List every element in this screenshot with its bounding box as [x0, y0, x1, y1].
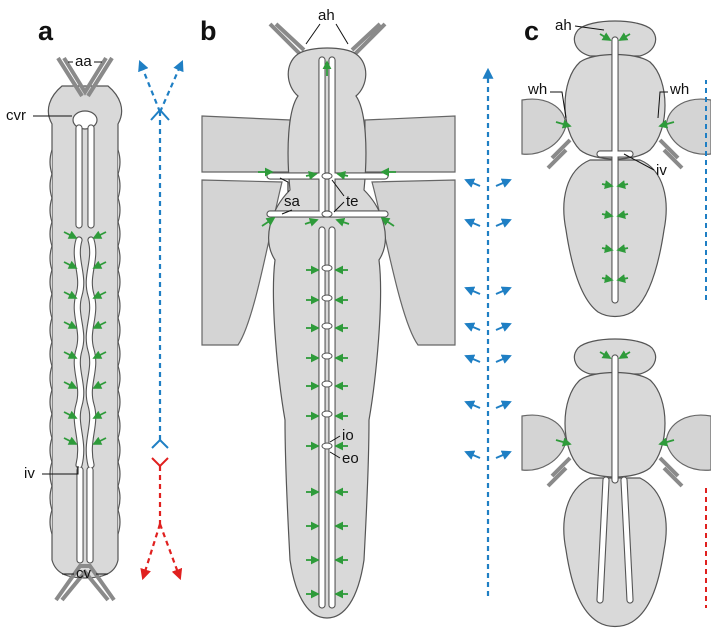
panel-a-flow-arrows	[140, 62, 182, 578]
label-aa: aa	[75, 53, 92, 70]
leader-ah-b	[306, 24, 348, 44]
panel-c-top-wing-left	[522, 99, 566, 154]
label-wh-right: wh	[669, 81, 689, 98]
panel-b: b	[200, 7, 510, 618]
panel-c-fly-top: ah wh wh iv	[522, 17, 711, 317]
blue-flow-arrow	[496, 356, 510, 362]
blue-flow-arrow	[496, 180, 510, 186]
red-chevron-icon	[152, 458, 168, 466]
label-te: te	[346, 193, 359, 210]
label-cvr: cvr	[6, 107, 26, 124]
blue-flow-arrow	[466, 452, 480, 458]
blue-flow-arrow	[496, 220, 510, 226]
label-wh-left: wh	[527, 81, 547, 98]
label-iv: iv	[24, 465, 35, 482]
panel-c-letter: c	[524, 16, 539, 46]
red-flow-arrow	[160, 524, 180, 578]
blue-flow-arrow	[496, 452, 510, 458]
blue-chevron-icon	[152, 440, 168, 448]
blue-flow-arrow	[140, 62, 160, 112]
panel-c-bottom-wing-left	[522, 415, 566, 470]
panel-a-segment-lobes-right	[118, 150, 120, 534]
panel-c-bottom-wing-right	[666, 415, 711, 470]
panel-b-side-arrows	[466, 180, 510, 458]
panel-c-fly-bottom	[522, 339, 711, 627]
label-eo: eo	[342, 450, 359, 467]
panel-a-larva-body	[48, 86, 121, 578]
label-ah-b: ah	[318, 7, 335, 24]
blue-flow-arrow	[466, 220, 480, 226]
label-ah-c: ah	[555, 17, 572, 34]
label-cv: cv	[76, 565, 92, 582]
panel-c-bottom-abdomen	[564, 478, 666, 627]
blue-flow-arrow	[496, 324, 510, 330]
label-iv-c: iv	[656, 162, 667, 179]
panel-a-segment-lobes	[50, 150, 52, 534]
blue-flow-arrow	[160, 62, 182, 112]
panel-c: c ah	[522, 16, 711, 627]
blue-flow-arrow	[466, 288, 480, 294]
blue-flow-arrow	[496, 402, 510, 408]
blue-flow-arrow	[496, 288, 510, 294]
label-io: io	[342, 427, 354, 444]
panel-b-hindwing-right	[372, 180, 455, 345]
blue-flow-arrow	[466, 402, 480, 408]
label-sa: sa	[284, 193, 301, 210]
panel-b-letter: b	[200, 16, 217, 46]
panel-b-forewing-left	[202, 116, 290, 172]
panel-b-hindwing-left	[202, 180, 282, 345]
panel-a-letter: a	[38, 16, 54, 46]
red-flow-arrow	[143, 524, 160, 578]
blue-flow-arrow	[466, 180, 480, 186]
panel-c-top-wing-right	[666, 99, 711, 154]
panel-b-forewing-right	[365, 116, 455, 172]
blue-flow-arrow	[466, 356, 480, 362]
blue-flow-arrow	[466, 324, 480, 330]
panel-a: a	[6, 16, 182, 600]
